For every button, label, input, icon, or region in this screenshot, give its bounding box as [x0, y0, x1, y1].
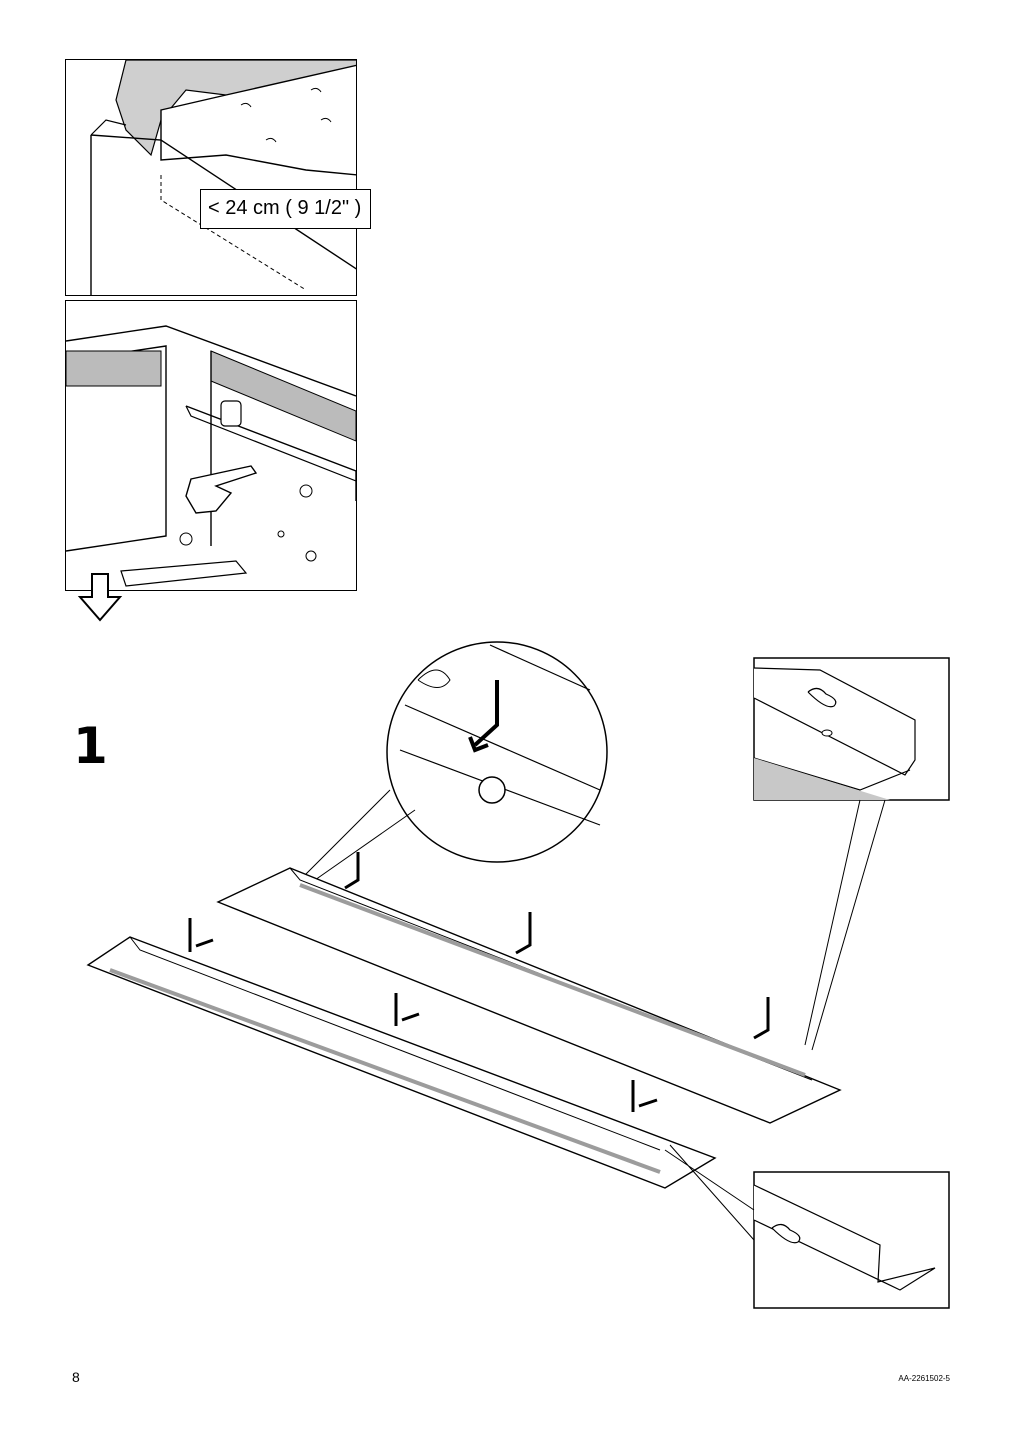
- rail-detail-illustration: [66, 325, 356, 587]
- step-number: 1: [73, 717, 108, 775]
- mattress-gap-illustration: [90, 60, 356, 295]
- panel-mattress-gap: [65, 59, 357, 296]
- panel-rail-detail: [65, 300, 357, 591]
- down-arrow-icon: [77, 573, 123, 622]
- page-number: 8: [72, 1369, 80, 1385]
- document-id: AA-2261502-5: [898, 1374, 950, 1383]
- measurement-label: < 24 cm ( 9 1/2" ): [200, 189, 371, 229]
